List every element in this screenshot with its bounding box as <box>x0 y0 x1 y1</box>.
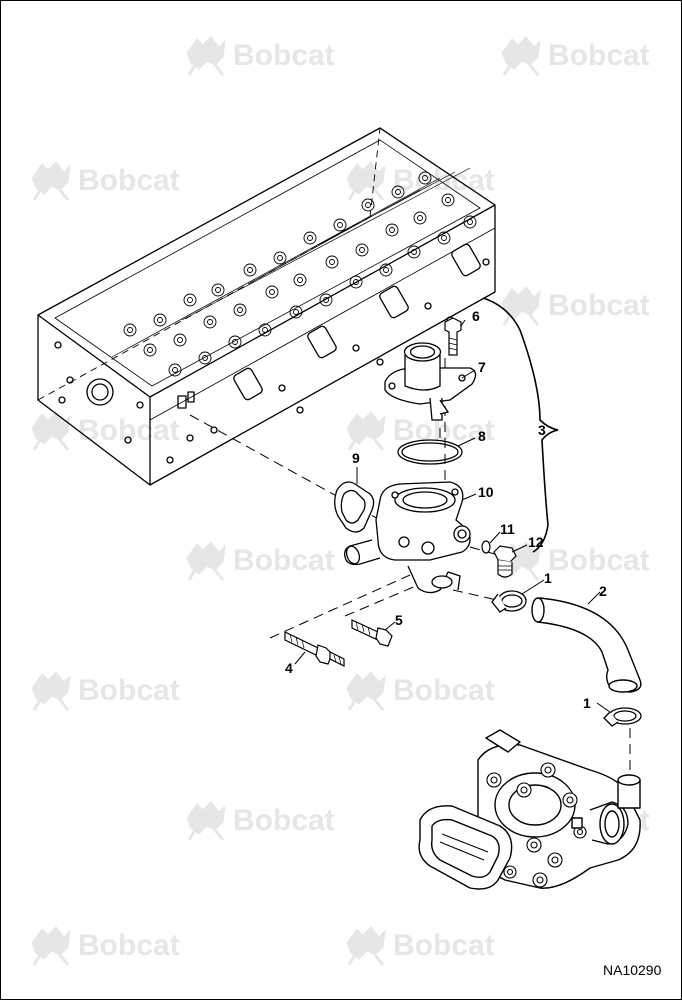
watermark-tile: Bobcat <box>345 670 495 712</box>
bobcat-logo-icon <box>185 35 227 77</box>
bobcat-logo-icon <box>30 670 72 712</box>
part-5-bolt <box>351 619 393 647</box>
callout-8: 8 <box>478 428 486 444</box>
bobcat-logo-icon <box>500 285 542 327</box>
watermark-text: Bobcat <box>393 164 495 197</box>
watermark-tile: Bobcat <box>500 540 650 582</box>
callout-10: 10 <box>478 484 494 500</box>
part-1-hose-clamp-lower <box>603 707 642 727</box>
part-2-coolant-hose <box>531 597 642 693</box>
watermark-tile: Bobcat <box>345 410 495 452</box>
watermark-tile: Bobcat <box>30 160 180 202</box>
watermark-tile: Bobcat <box>185 800 335 842</box>
watermark-text: Bobcat <box>233 804 335 837</box>
bobcat-logo-icon <box>500 35 542 77</box>
watermark-text: Bobcat <box>548 544 650 577</box>
callout-labels: 6 7 3 8 9 10 11 12 1 2 5 4 1 <box>285 308 607 711</box>
part-1-hose-clamp-upper <box>491 590 527 613</box>
watermark-tile: Bobcat <box>30 670 180 712</box>
watermark-tile: Bobcat <box>500 285 650 327</box>
watermark-text: Bobcat <box>393 674 495 707</box>
callout-11: 11 <box>500 521 515 537</box>
part-4-stud <box>284 631 345 667</box>
water-pump <box>418 729 641 890</box>
watermark-tile: Bobcat <box>345 925 495 967</box>
part-7-thermostat-housing <box>384 342 477 421</box>
part-11-washer <box>481 540 491 554</box>
watermark-tile: Bobcat <box>30 925 180 967</box>
bobcat-logo-icon <box>345 670 387 712</box>
watermark-text: Bobcat <box>78 674 180 707</box>
callout-1-lower: 1 <box>583 695 591 711</box>
watermark-text: Bobcat <box>233 39 335 72</box>
part-6-bolt <box>444 317 462 356</box>
watermark-text: Bobcat <box>78 164 180 197</box>
reference-code: NA10290 <box>603 962 662 978</box>
watermark-text: Bobcat <box>233 544 335 577</box>
bobcat-logo-icon <box>185 540 227 582</box>
callout-6: 6 <box>472 308 480 324</box>
bobcat-logo-icon <box>345 925 387 967</box>
cylinder-head <box>37 127 496 486</box>
watermark-tile: Bobcat <box>185 35 335 77</box>
bobcat-logo-icon <box>185 800 227 842</box>
bobcat-logo-icon <box>30 160 72 202</box>
callout-4: 4 <box>285 660 293 676</box>
callout-1-upper: 1 <box>544 570 552 586</box>
watermark-text: Bobcat <box>78 414 180 447</box>
callout-3: 3 <box>538 422 546 438</box>
cylinder-head-valve-detail <box>123 171 477 377</box>
callout-7: 7 <box>478 359 486 375</box>
watermark-text: Bobcat <box>78 929 180 962</box>
watermark-tile: Bobcat <box>345 160 495 202</box>
part-12-plug <box>493 545 517 578</box>
part-8-seal-ring <box>397 439 463 465</box>
bobcat-logo-icon <box>30 410 72 452</box>
callout-2: 2 <box>599 583 607 599</box>
watermark-tile: Bobcat <box>30 410 180 452</box>
group-bracket-3 <box>482 297 559 553</box>
callout-5: 5 <box>395 612 403 628</box>
watermark-text: Bobcat <box>548 39 650 72</box>
bobcat-logo-icon <box>30 925 72 967</box>
leader-lines <box>294 319 611 713</box>
part-10-housing <box>344 481 471 594</box>
watermark-tile: Bobcat <box>185 540 335 582</box>
watermark-tile: Bobcat <box>500 35 650 77</box>
part-9-gasket <box>334 481 375 533</box>
callout-12: 12 <box>528 534 544 550</box>
callout-9: 9 <box>352 450 360 466</box>
bobcat-logo-icon <box>345 160 387 202</box>
watermark-text: Bobcat <box>393 929 495 962</box>
bobcat-logo-icon <box>345 410 387 452</box>
watermark-text: Bobcat <box>548 289 650 322</box>
